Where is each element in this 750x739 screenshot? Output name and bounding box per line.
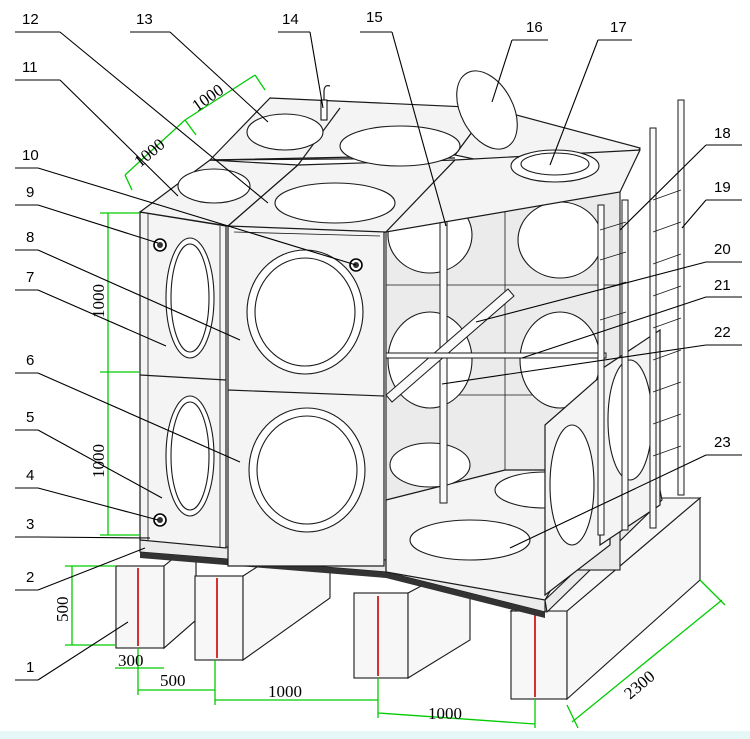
callout-9: 9 [26, 184, 34, 201]
callout-21: 21 [714, 277, 731, 294]
callout-leaders [15, 31, 742, 681]
callout-13: 13 [136, 11, 153, 28]
ladders [597, 99, 685, 536]
tank-interior [385, 184, 661, 601]
dim-top-2: 1000 [188, 80, 227, 115]
dim-spacing-mid: 1000 [268, 682, 302, 701]
callout-18: 18 [714, 125, 731, 142]
callout-1: 1 [26, 659, 34, 676]
callout-16: 16 [526, 19, 543, 36]
dim-height-upper: 1000 [89, 284, 108, 318]
callout-numbers: 1 2 3 4 5 6 7 8 9 10 11 12 13 14 15 16 1… [22, 9, 731, 676]
callout-7: 7 [26, 269, 34, 286]
callout-3: 3 [26, 516, 34, 533]
bottom-bar [0, 731, 750, 739]
front-left-wall [139, 211, 385, 567]
callout-14: 14 [282, 11, 299, 28]
callout-17: 17 [610, 19, 627, 36]
callout-2: 2 [26, 569, 34, 586]
dimension-lines [65, 74, 726, 729]
callout-8: 8 [26, 229, 34, 246]
tank-roof [138, 70, 641, 233]
dim-depth: 2300 [620, 667, 658, 703]
callout-4: 4 [26, 467, 34, 484]
callout-19: 19 [714, 179, 731, 196]
dim-height-lower: 1000 [89, 444, 108, 478]
callout-15: 15 [366, 9, 383, 26]
dim-spacing-last: 1000 [428, 704, 462, 723]
callout-10: 10 [22, 147, 39, 164]
callout-5: 5 [26, 409, 34, 426]
callout-12: 12 [22, 11, 39, 28]
dim-foundation-height: 500 [53, 597, 72, 623]
callout-22: 22 [714, 324, 731, 341]
callout-20: 20 [714, 241, 731, 258]
dim-spacing-first: 500 [160, 671, 186, 690]
callout-23: 23 [714, 434, 731, 451]
callout-6: 6 [26, 352, 34, 369]
dim-foundation-width: 300 [118, 651, 144, 670]
callout-11: 11 [22, 59, 38, 76]
